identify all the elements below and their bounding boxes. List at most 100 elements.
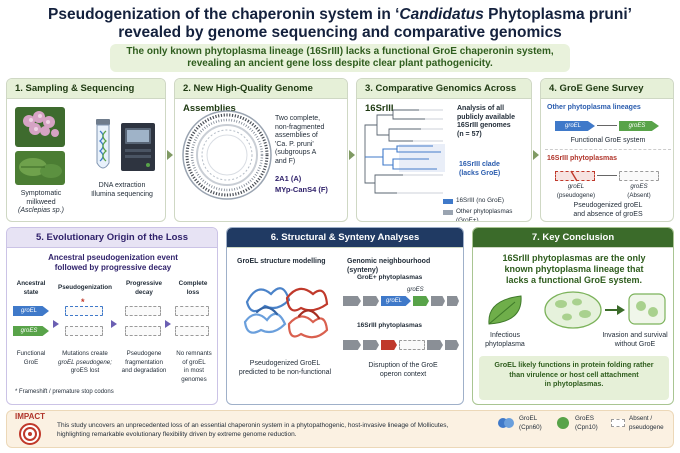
legend-swatch-16SrIII <box>443 199 453 204</box>
structure-title: GroEL structure modelling <box>237 258 326 265</box>
panel-genome-assemblies: 2. New High-Quality Genome Assemblies Tw… <box>174 78 348 222</box>
frameshift-mark <box>570 170 578 182</box>
panel-header: 5. Evolutionary Origin of the Loss <box>7 228 217 248</box>
decayed-groEL <box>125 306 161 316</box>
panel-header: 6. Structural & Synteny Analyses <box>227 228 463 248</box>
flank-gene-3 <box>431 296 445 306</box>
flank-gene-8 <box>445 340 459 350</box>
legend-groel: GroEL(Cpn60) <box>519 415 542 431</box>
synteny-groES <box>413 296 429 306</box>
flank-gene-4 <box>447 296 459 306</box>
legend-absent: Absent /pseudogene <box>629 415 664 431</box>
figure-title: Pseudogenization of the chaperonin syste… <box>48 6 632 41</box>
groel-protein-structure <box>243 287 329 339</box>
legend-16SrIII: 16SrIII (no GroE) <box>456 197 504 204</box>
disrupted-gene <box>381 340 397 350</box>
invasion-arrow-icon <box>605 305 625 315</box>
panel-header: 3. Comparative Genomics Across 16SrIII <box>357 79 531 114</box>
synteny-caption: Disruption of the GroE operon context <box>368 362 438 378</box>
divider <box>545 149 671 150</box>
synteny-groES-label: groES <box>407 287 424 293</box>
lost-groEL <box>175 306 209 316</box>
ancestral-groES: groES <box>13 326 49 336</box>
flank-gene-5 <box>343 340 361 350</box>
16SrIII-title: 16SrIII phytoplasmas <box>547 155 618 162</box>
milkweed-caption: Symptomatic milkweed (Asclepias sp.) <box>18 190 64 214</box>
dna-caption: DNA extraction Illumina sequencing <box>91 182 153 198</box>
impact-banner: IMPACT This study uncovers an unpreceden… <box>6 410 674 448</box>
flank-gene-1 <box>343 296 361 306</box>
conclusion-footer-box <box>479 356 669 400</box>
panel-header: 2. New High-Quality Genome Assemblies <box>175 79 347 114</box>
pseudogene-label: groEL (pseudogene) <box>556 183 596 199</box>
strain-MYp-CanS4: MYp-CanS4 (F) <box>275 185 328 194</box>
panel-header: 4. GroE Gene Survey <box>541 79 673 99</box>
frameshift-footnote: * Frameshift / premature stop codons <box>15 389 114 395</box>
flank-gene-6 <box>363 340 379 350</box>
pseudogenized-groEL <box>65 306 103 316</box>
panel-header: 1. Sampling & Sequencing <box>7 79 165 99</box>
legend-groes-icon <box>557 417 569 429</box>
panel-evolutionary-origin: 5. Evolutionary Origin of the Loss Ances… <box>6 227 218 405</box>
groe-plus-label: GroE+ phytoplasmas <box>357 274 423 281</box>
panel-groe-survey: 4. GroE Gene Survey Other phytoplasma li… <box>540 78 674 222</box>
absent-label: groES (Absent) <box>627 183 651 199</box>
panel-key-conclusion: 7. Key Conclusion 16SrIII phytoplasmas a… <box>472 227 674 405</box>
conclusion-headline: 16SrIII phytoplasmas are the only known … <box>502 253 646 285</box>
lost-groES-2 <box>125 326 161 336</box>
other-lineages-title: Other phytoplasma lineages <box>547 104 641 111</box>
groES-gene: groES <box>619 121 659 131</box>
absent-operon <box>399 340 425 350</box>
groEL-pseudogene <box>555 171 595 181</box>
clade-label: 16SrIII clade (lacks GroE) <box>459 161 501 177</box>
conclusion-footer: GroEL likely functions in protein foldin… <box>494 360 654 388</box>
milkweed-leaf-image <box>15 151 65 185</box>
lost-groES-1 <box>65 326 103 336</box>
target-icon <box>19 423 41 445</box>
panel-structural-synteny: 6. Structural & Synteny Analyses GroEL s… <box>226 227 464 405</box>
leaf-icon <box>488 295 522 325</box>
legend-groel-icon <box>498 418 514 428</box>
synteny-groEL: groEL <box>381 296 411 306</box>
invasion-label: Invasion and survival without GroE <box>602 332 668 348</box>
milkweed-flower-image <box>15 107 65 147</box>
impact-label: IMPACT <box>15 412 46 421</box>
assembly-description: Two complete, non-fragmented assemblies … <box>275 115 325 165</box>
survey-summary: Pseudogenized groEL and absence of groES <box>573 202 643 218</box>
phytoplasma-cell-icon <box>544 291 602 329</box>
subtitle-banner: The only known phytoplasma lineage (16Sr… <box>110 44 570 72</box>
impact-text: This study uncovers an unprecedented los… <box>57 422 449 438</box>
gene-spacer <box>597 125 617 126</box>
infectious-label: Infectious phytoplasma <box>485 332 525 348</box>
strain-2A1: 2A1 (A) <box>275 174 302 183</box>
lost-groES-3 <box>175 326 209 336</box>
groES-absent <box>619 171 659 181</box>
circular-genome-map <box>182 110 272 200</box>
ancestral-groEL: groEL <box>13 306 49 316</box>
phylogenetic-tree <box>364 109 445 194</box>
synteny-title: Genomic neighbourhood (synteny) <box>347 258 431 274</box>
flank-gene-2 <box>363 296 379 306</box>
analysis-description: Analysis of all publicly available 16SrI… <box>457 105 515 138</box>
origin-headline: Ancestral pseudogenization event followe… <box>48 253 178 272</box>
progression-arrows <box>53 320 171 328</box>
functional-caption: Functional GroE system <box>570 137 646 144</box>
panel-sampling: 1. Sampling & Sequencing Symptomatic mil… <box>6 78 166 222</box>
16SrIII-synteny-label: 16SrIII phytoplasmas <box>357 322 423 329</box>
gene-spacer <box>597 175 617 176</box>
dna-tube-icon <box>96 119 110 169</box>
legend-other: Other phytoplasmas (GroE+) <box>456 208 513 222</box>
flank-gene-7 <box>427 340 443 350</box>
col-title-pseudogenization: Pseudogenization <box>58 284 112 291</box>
frameshift-star: * <box>81 297 85 307</box>
legend-groes: GroES(Cpn10) <box>575 415 598 431</box>
panel-header: 7. Key Conclusion <box>473 228 673 248</box>
legend-absent-icon <box>611 419 625 427</box>
